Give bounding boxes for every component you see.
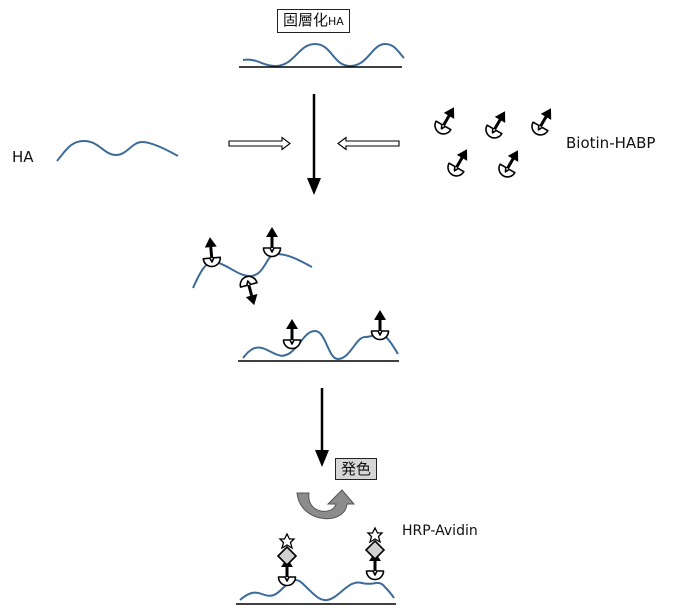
habp-merge-arrow: [337, 136, 400, 151]
habp-free-5: [494, 144, 527, 182]
biotin-habp-label: Biotin-HABP: [566, 134, 656, 152]
curved-reaction-arrow-icon: [296, 489, 356, 520]
habp-bound-1: [199, 234, 223, 269]
immobilized-ha-wave: [242, 42, 405, 68]
immobilized-suffix: HA: [328, 15, 344, 28]
hrp-avidin-2: [364, 526, 386, 581]
hrp-avidin-label: HRP-Avidin: [402, 523, 478, 539]
ha-merge-arrow: [228, 136, 291, 151]
process-arrow-1-head: [307, 178, 321, 195]
habp-free-4: [443, 143, 476, 181]
color-development-label: 発色: [341, 460, 372, 478]
detected-ha-wave: [239, 579, 395, 602]
habp-free-2: [481, 105, 514, 143]
habp-bound-3: [236, 272, 264, 309]
habp-bound-4: [282, 317, 302, 350]
immobilized-title: 固層化: [283, 11, 329, 29]
biotin-habp-free: [430, 101, 560, 182]
ha-label: HA: [12, 148, 34, 166]
process-arrow-2-head: [315, 450, 329, 467]
color-development-box: 発色: [335, 458, 378, 480]
habp-free-3: [527, 102, 560, 140]
ha-wave: [56, 139, 179, 162]
habp-bound-2: [262, 225, 282, 258]
habp-bound-5: [370, 308, 390, 341]
immobilized-ha-box: 固層化HA: [277, 9, 350, 33]
habp-free-1: [430, 101, 463, 139]
hrp-avidin-1: [276, 532, 298, 587]
